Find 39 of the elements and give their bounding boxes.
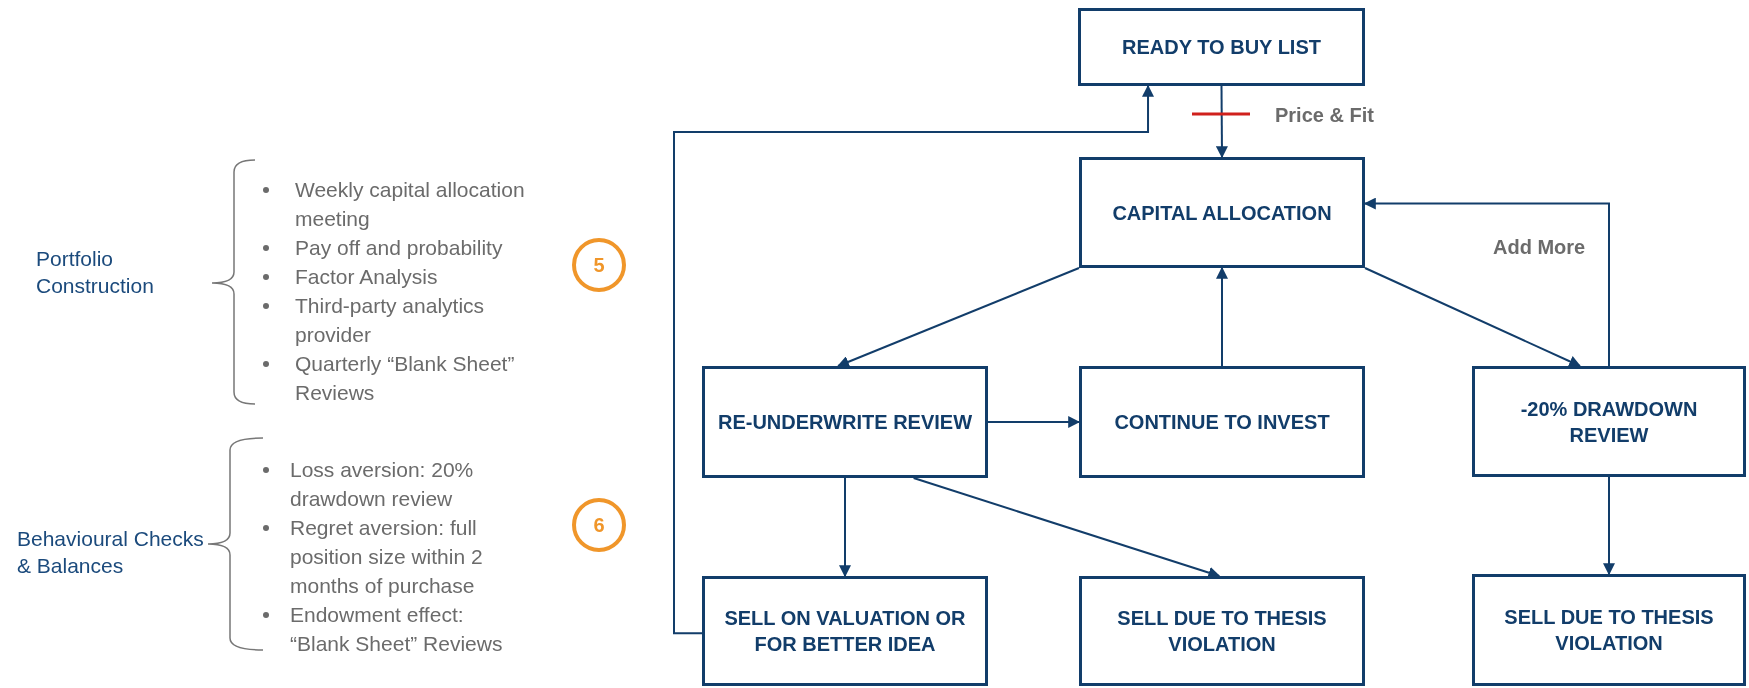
arrow: [839, 477, 851, 578]
bullet-text: Weekly capital allocation meeting: [295, 177, 526, 232]
arrow: [1216, 266, 1228, 367]
bullet-text: Endowment effect: “Blank Sheet” Reviews: [290, 602, 504, 657]
step-number-circle: [572, 498, 626, 552]
box-label: -20% DRAWDOWN REVIEW: [1519, 396, 1699, 448]
box-label: SELL DUE TO THESIS VIOLATION: [1503, 605, 1715, 656]
arrow: [1364, 267, 1582, 367]
bullet-text: Regret aversion: full position size within 2 months of purchase: [290, 515, 484, 599]
process-box: [1078, 8, 1365, 86]
process-box: [1079, 157, 1365, 268]
step-number: 5: [593, 253, 605, 277]
process-box: [1472, 574, 1746, 686]
arrow: [1603, 476, 1615, 576]
process-box: [1472, 366, 1746, 477]
arrow: [673, 84, 1155, 635]
step-number: 6: [593, 513, 605, 537]
bullet-text: Loss aversion: 20% drawdown review: [290, 457, 475, 512]
box-label: READY TO BUY LIST: [1122, 35, 1321, 60]
arrow: [837, 267, 1080, 368]
box-label: SELL DUE TO THESIS VIOLATION: [1116, 606, 1328, 657]
step-number-circle: [572, 238, 626, 292]
process-box: [702, 576, 988, 686]
process-box: [1079, 576, 1365, 686]
box-label: SELL ON VALUATION OR FOR BETTER IDEA: [723, 606, 967, 657]
arrow: [1215, 85, 1228, 159]
section-heading: Behavioural Checks & Balances: [17, 526, 205, 579]
arrow: [987, 416, 1081, 428]
arrow: [1363, 197, 1610, 367]
bullet-text: Third-party analytics provider: [295, 293, 486, 348]
process-box: [702, 366, 988, 478]
process-box: [1079, 366, 1365, 478]
box-label: CONTINUE TO INVEST: [1114, 410, 1330, 435]
bullet-text: Pay off and probability: [295, 235, 504, 261]
bullet-text: Quarterly “Blank Sheet” Reviews: [295, 351, 516, 406]
bullet-text: Factor Analysis: [295, 264, 439, 290]
box-label: CAPITAL ALLOCATION: [1112, 200, 1332, 226]
section-heading: Portfolio Construction: [36, 246, 155, 299]
box-label: RE-UNDERWRITE REVIEW: [717, 410, 973, 435]
